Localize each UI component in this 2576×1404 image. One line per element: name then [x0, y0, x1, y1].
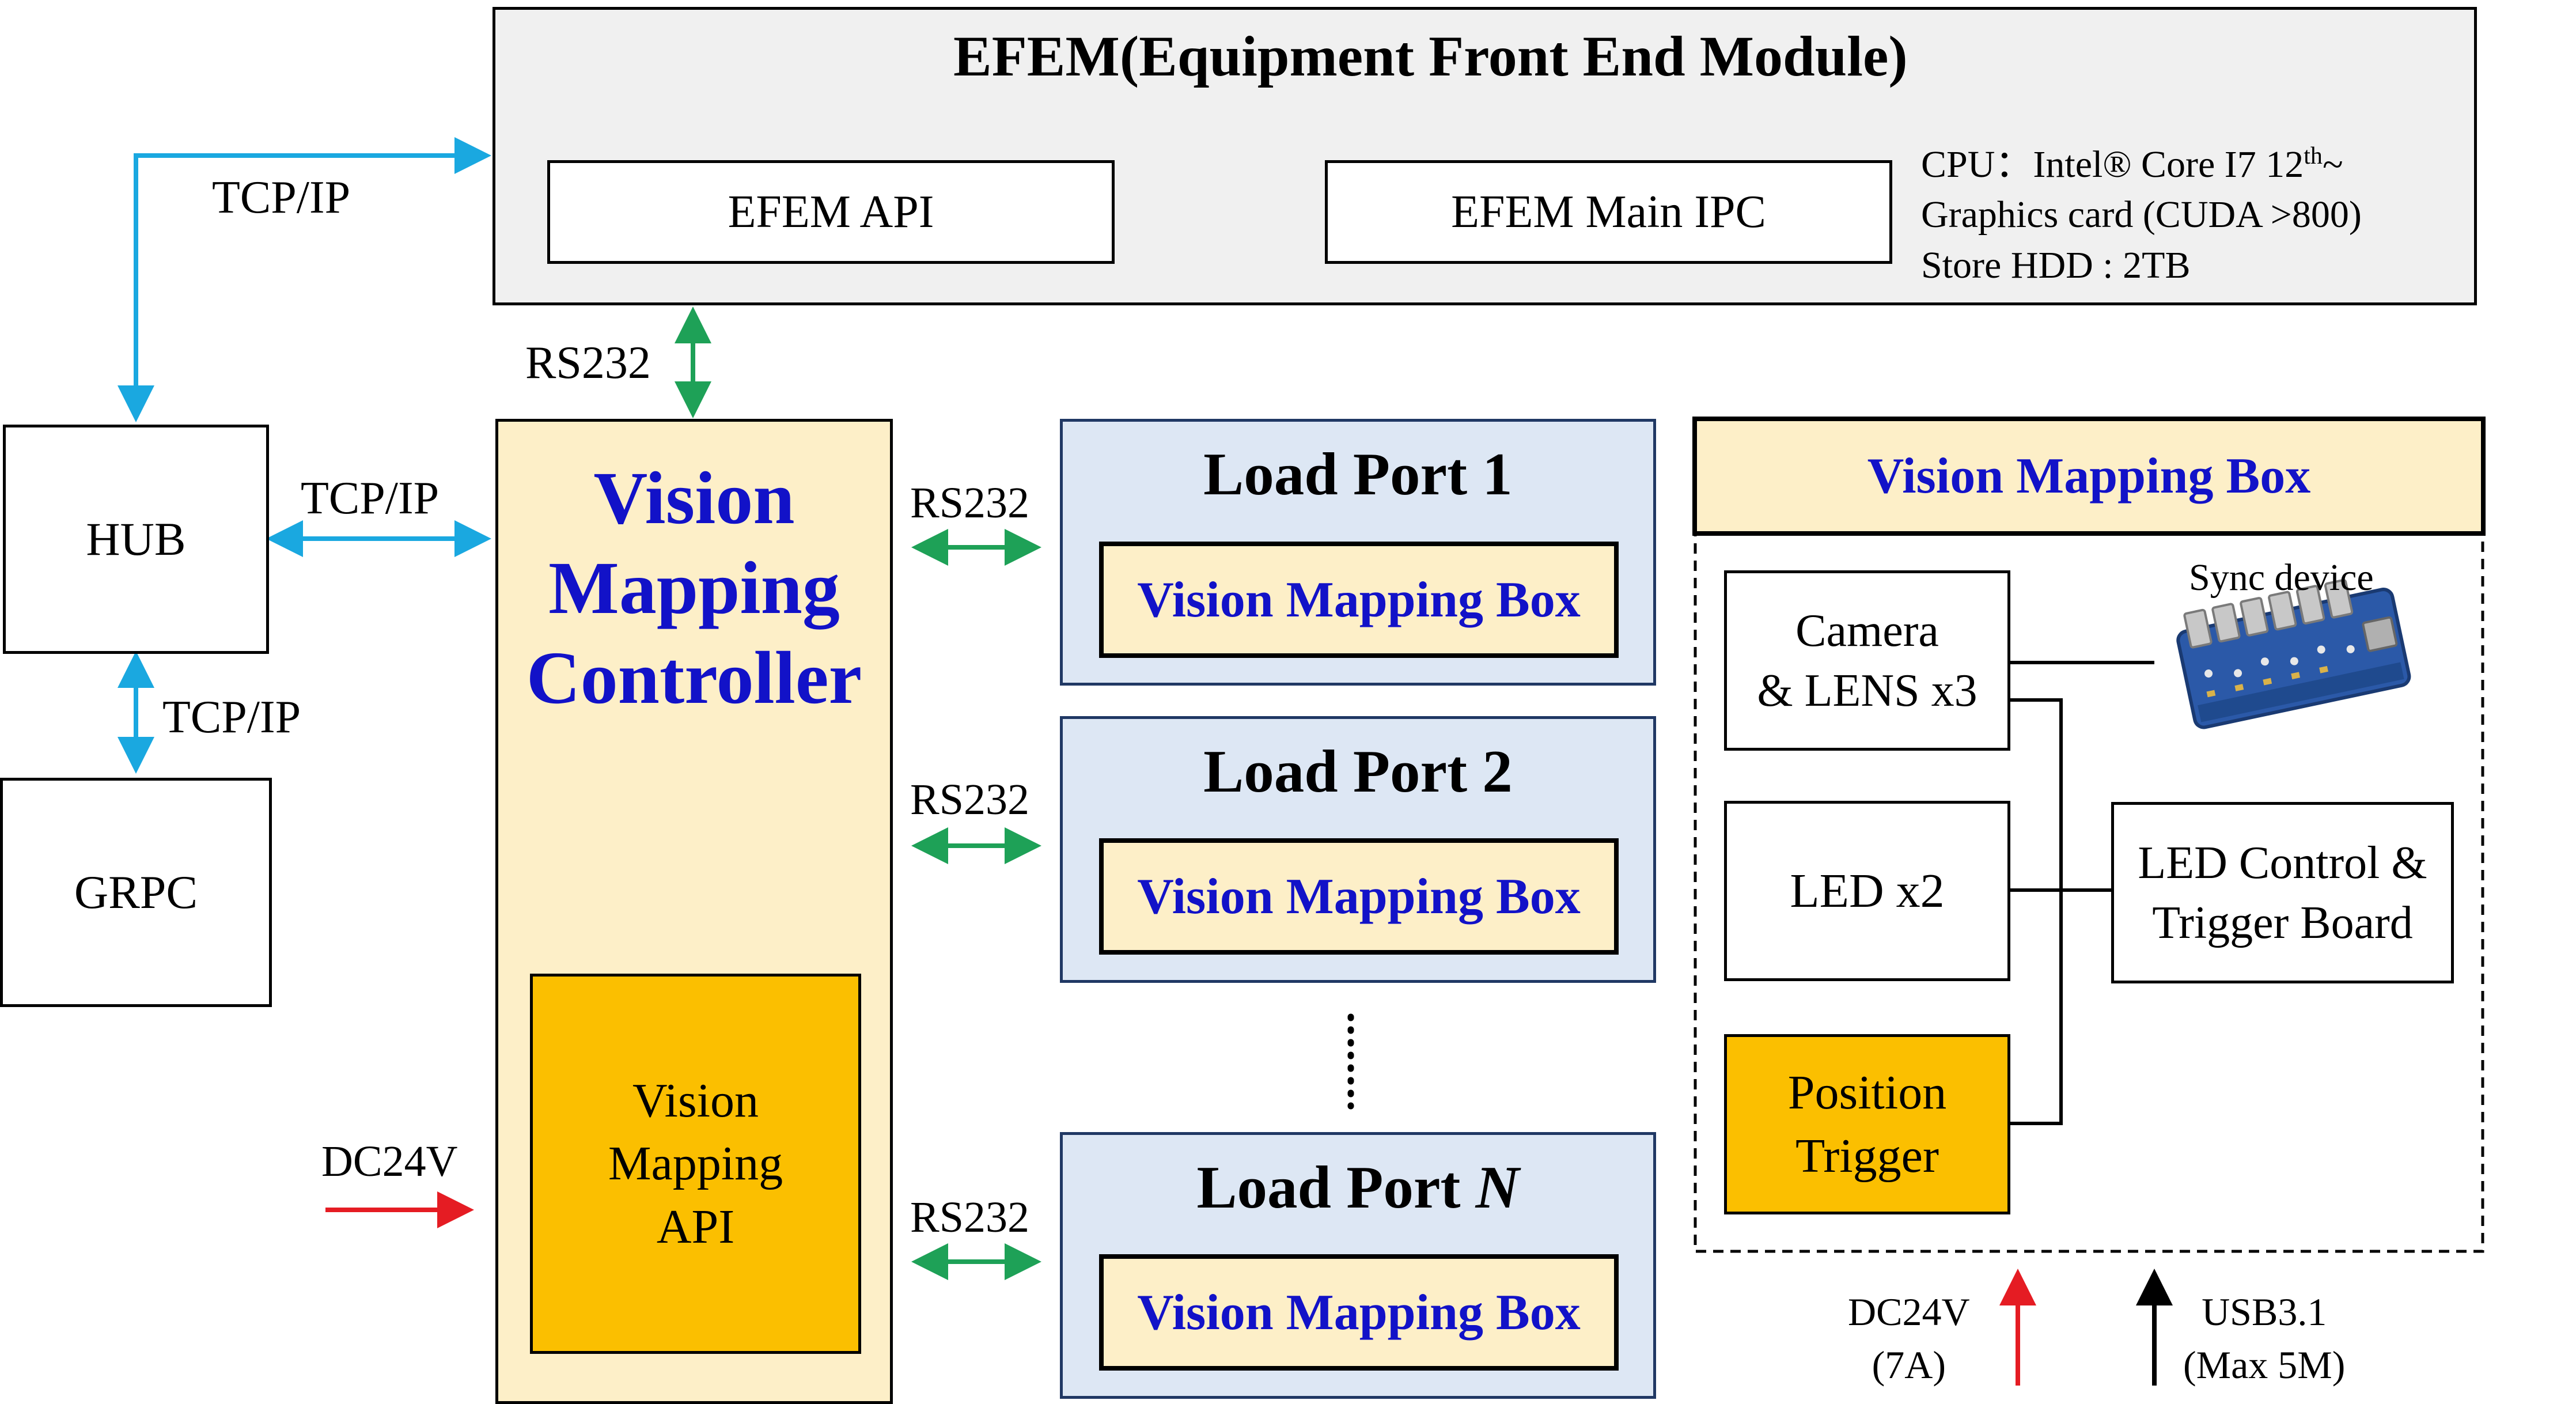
load-port-1-vmb: Vision Mapping Box [1099, 542, 1619, 658]
camera-trigger-wiring [2009, 698, 2063, 1125]
controller-title-line1: Vision [593, 457, 795, 540]
hub-label: HUB [86, 513, 186, 565]
controller-title-line3: Controller [526, 637, 862, 720]
load-port-2-title: Load Port 2 [1203, 737, 1513, 805]
led-control-board-label: LED Control & Trigger Board [2138, 837, 2427, 948]
controller-title-line2: Mapping [548, 547, 840, 630]
grpc-label: GRPC [74, 866, 198, 918]
efem-main-ipc-label: EFEM Main IPC [1451, 186, 1766, 237]
detail-header: Vision Mapping Box [1692, 417, 2486, 536]
camera-lens-label: Camera & LENS x3 [1757, 605, 1978, 716]
led-box: LED x2 [1724, 801, 2010, 981]
efem-api-box: EFEM API [547, 160, 1115, 264]
load-port-1-vmb-label: Vision Mapping Box [1137, 572, 1581, 628]
rs232-lp2-label: RS232 [910, 775, 1029, 824]
tcpip-hub-controller-label: TCP/IP [301, 473, 440, 524]
detail-header-label: Vision Mapping Box [1867, 448, 2311, 504]
hub-box: HUB [3, 425, 269, 654]
efem-api-label: EFEM API [728, 186, 934, 237]
efem-spec-gpu: Graphics card (CUDA >800) [1921, 194, 2362, 236]
load-port-1-title: Load Port 1 [1203, 440, 1513, 508]
position-trigger-box: Position Trigger [1724, 1034, 2010, 1214]
detail-usb-label: USB3.1 (Max 5M) [2183, 1290, 2346, 1387]
tcpip-efem-hub-line [118, 137, 491, 422]
tcpip-efem-hub-label: TCP/IP [212, 172, 351, 223]
load-port-2-vmb: Vision Mapping Box [1099, 838, 1619, 955]
load-port-n-vmb-label: Vision Mapping Box [1137, 1284, 1581, 1341]
vision-mapping-api-label: Vision Mapping API [608, 1074, 783, 1254]
load-port-2-vmb-label: Vision Mapping Box [1137, 868, 1581, 925]
detail-dashed-container [1694, 532, 2484, 1253]
vision-mapping-controller: Vision Mapping Controller Vision Mapping… [495, 419, 893, 1404]
efem-title: EFEM(Equipment Front End Module) [953, 24, 1908, 88]
load-port-n-italic: N [1475, 1153, 1520, 1221]
led-label: LED x2 [1790, 864, 1945, 918]
position-trigger-label: Position Trigger [1787, 1066, 1947, 1183]
rs232-lpn-label: RS232 [910, 1193, 1029, 1242]
efem-main-ipc-box: EFEM Main IPC [1325, 160, 1892, 264]
efem-spec-cpu: CPU：Intel® Core I7 12th~ [1921, 143, 2343, 186]
sync-device-label: Sync device [2189, 557, 2374, 599]
detail-dc24v-label: DC24V (7A) [1848, 1290, 1970, 1387]
load-port-n-title: Load Port N [1196, 1153, 1520, 1221]
rs232-lp1-label: RS232 [910, 479, 1029, 527]
grpc-box: GRPC [0, 778, 272, 1007]
dc24v-controller-label: DC24V [321, 1137, 458, 1186]
efem-spec-cpu-sup: th [2304, 143, 2323, 169]
controller-title: Vision Mapping Controller [498, 453, 890, 723]
sync-device-image [2176, 578, 2411, 729]
camera-lens-box: Camera & LENS x3 [1724, 570, 2010, 751]
vision-mapping-api-box: Vision Mapping API [530, 974, 861, 1354]
efem-spec-hdd: Store HDD : 2TB [1921, 244, 2191, 286]
tcpip-hub-grpc-label: TCP/IP [162, 692, 301, 743]
led-control-board-box: LED Control & Trigger Board [2111, 802, 2454, 983]
rs232-efem-controller-label: RS232 [525, 338, 651, 388]
load-port-n-vmb: Vision Mapping Box [1099, 1254, 1619, 1371]
